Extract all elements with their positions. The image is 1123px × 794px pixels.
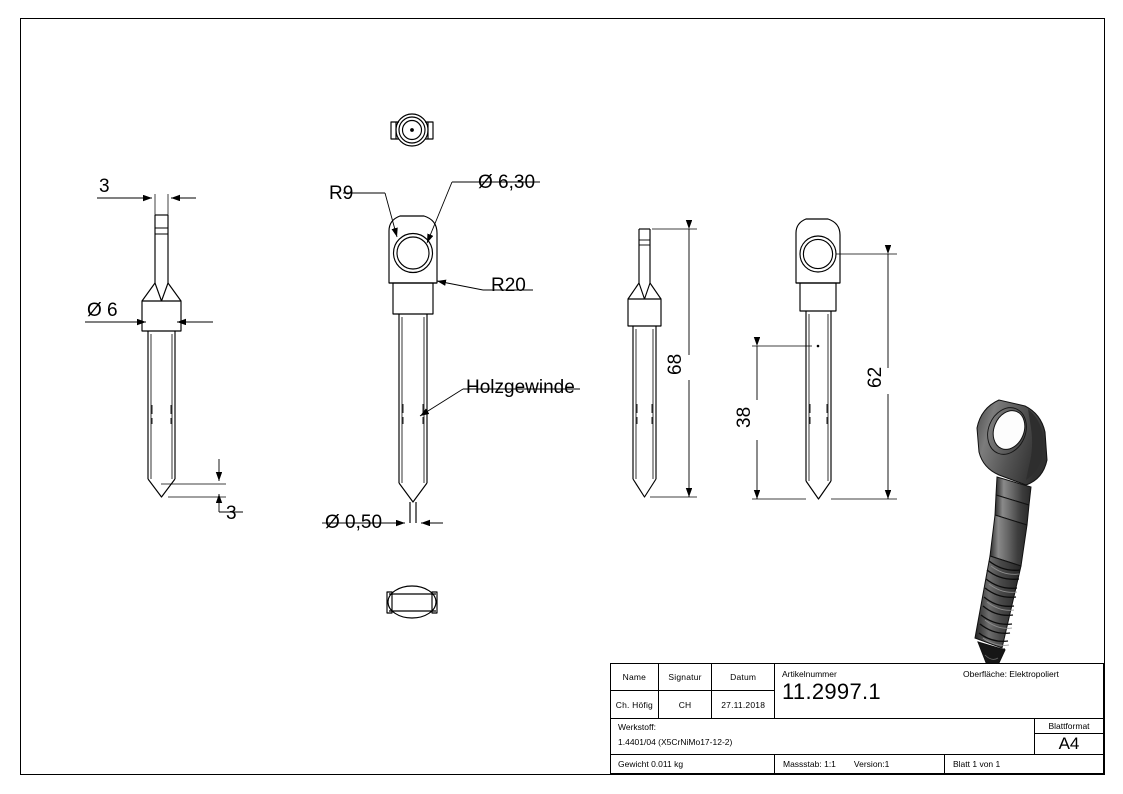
value-blatt: Blatt 1 von 1 (953, 759, 1001, 769)
dimension-texts: 3 Ø 6 3 R9 Ø 6,30 R20 Holzgewinde Ø 0,50… (87, 172, 886, 533)
dim-overall-length: 68 (665, 354, 686, 375)
dim-tab-thickness: 3 (99, 176, 110, 197)
label-artikelnummer: Artikelnummer (782, 669, 837, 679)
callout-holzgewinde: Holzgewinde (466, 377, 575, 398)
value-werkstoff: 1.4401/04 (X5CrNiMo17-12-2) (618, 737, 733, 747)
value-blattformat: A4 (1058, 734, 1080, 753)
label-oberflaeche: Oberfläche: Elektropoliert (963, 669, 1059, 679)
value-artikelnummer: 11.2997.1 (782, 679, 881, 704)
title-block-row-article: Name Signatur Datum Ch. Höfig CH 27.11.2… (611, 664, 1103, 719)
title-block-row-material: Werkstoff: 1.4401/04 (X5CrNiMo17-12-2) B… (611, 719, 1103, 755)
label-blattformat: Blattformat (1035, 719, 1103, 734)
dim-point-length: 3 (226, 503, 237, 524)
col-header-signatur: Signatur (659, 664, 713, 690)
name-signature-date-table: Name Signatur Datum Ch. Höfig CH 27.11.2… (611, 664, 775, 718)
dim-collar-diameter: Ø 6 (87, 300, 118, 321)
callout-r9: R9 (329, 183, 353, 204)
value-datum: 27.11.2018 (721, 699, 766, 710)
callout-tip-diameter: Ø 0,50 (325, 512, 382, 533)
title-block-row-footer: Gewicht 0.011 kg Massstab: 1:1 Version:1… (611, 755, 1103, 773)
title-block: Name Signatur Datum Ch. Höfig CH 27.11.2… (610, 663, 1104, 774)
value-gewicht: Gewicht 0.011 kg (611, 755, 775, 773)
col-header-datum: Datum (730, 672, 757, 682)
sheet-format-box: Blattformat A4 (1035, 719, 1103, 754)
label-werkstoff: Werkstoff: (618, 722, 656, 732)
drawing-frame (20, 18, 1105, 775)
table-header-row: Name Signatur Datum (611, 664, 774, 691)
callout-bore-diameter: Ø 6,30 (478, 172, 535, 193)
value-massstab: Massstab: 1:1 (783, 759, 836, 769)
callout-r20: R20 (491, 275, 526, 296)
article-number-box: Artikelnummer 11.2997.1 Oberfläche: Elek… (775, 664, 1103, 718)
dim-length-under-eye: 62 (865, 367, 886, 388)
iso-3d-part (974, 399, 1048, 680)
dim-thread-length: 38 (734, 407, 755, 428)
col-header-name: Name (611, 664, 659, 690)
value-version: Version:1 (853, 759, 890, 769)
value-signatur: CH (659, 691, 713, 718)
table-value-row: Ch. Höfig CH 27.11.2018 (611, 691, 774, 718)
value-name: Ch. Höfig (611, 691, 659, 718)
material-box: Werkstoff: 1.4401/04 (X5CrNiMo17-12-2) (611, 719, 1035, 754)
scale-version-box: Massstab: 1:1 Version:1 (775, 755, 945, 773)
